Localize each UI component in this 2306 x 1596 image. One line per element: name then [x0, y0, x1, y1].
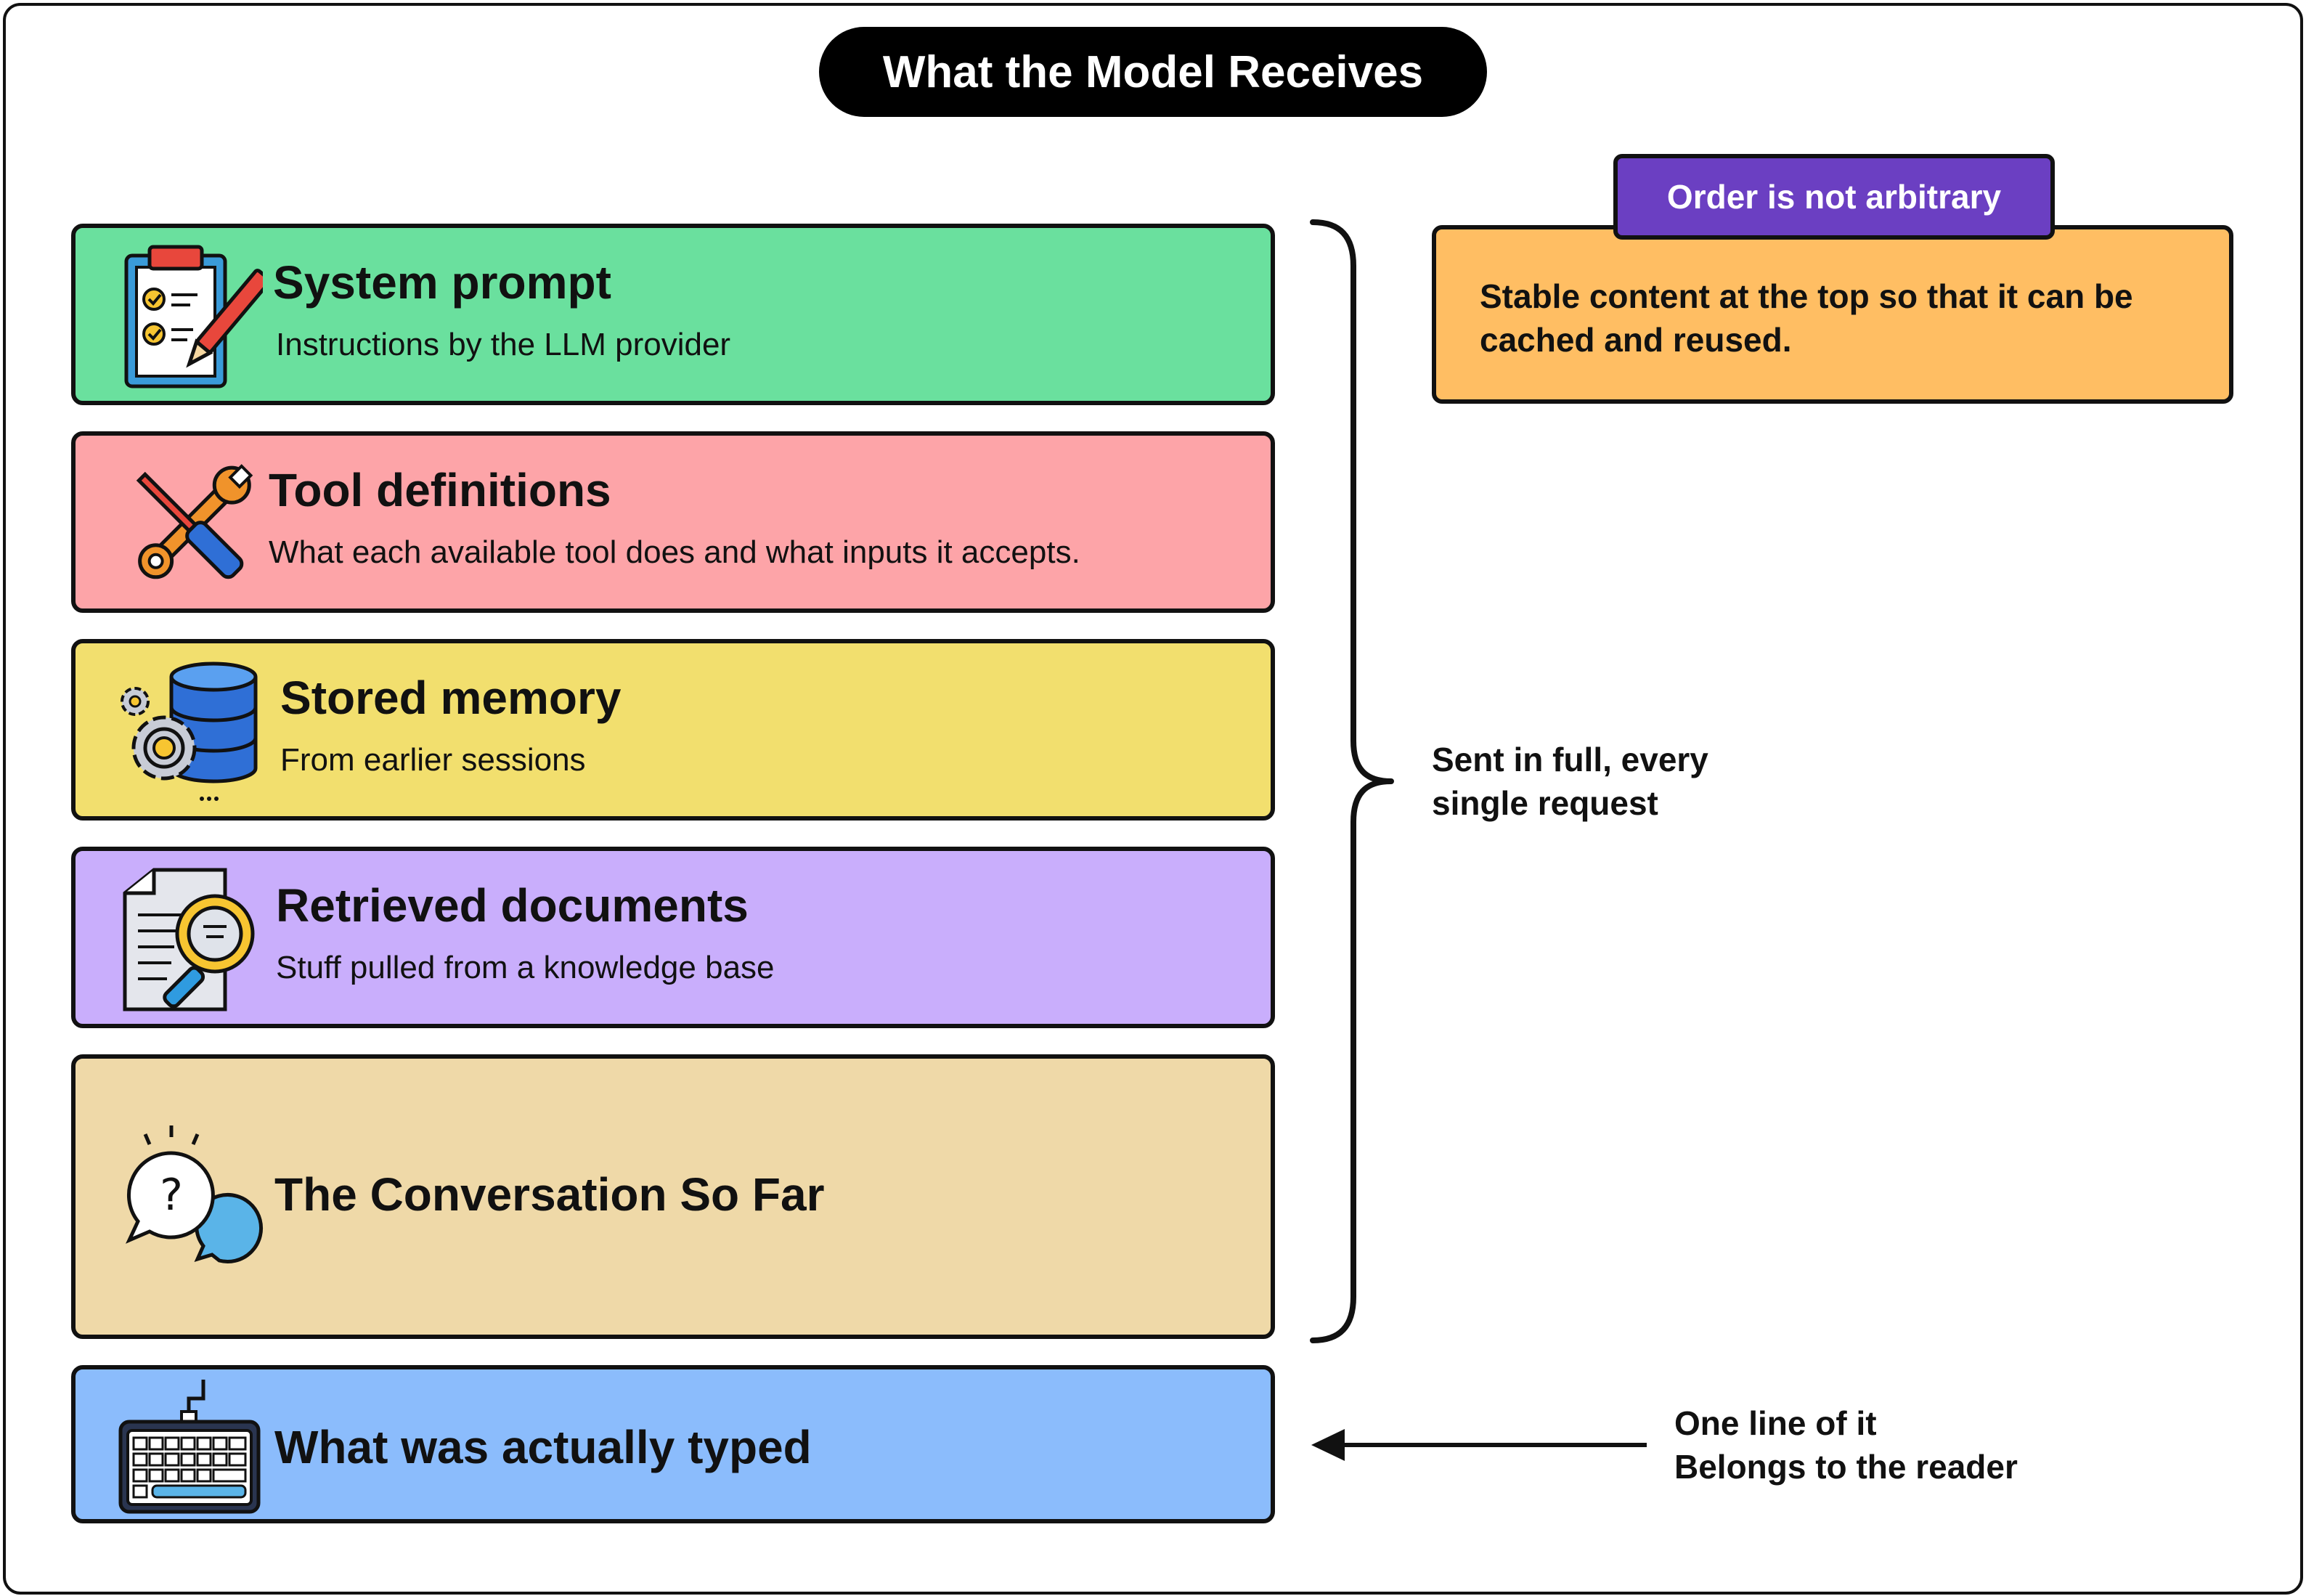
arrow-label-line1: One line of it — [1674, 1404, 1877, 1442]
database-gear-icon — [121, 661, 258, 801]
wrench-screwdriver-icon — [136, 464, 253, 579]
block-subtitle: Stuff pulled from a knowledge base — [276, 950, 775, 985]
svg-text:?: ? — [160, 1170, 183, 1221]
chat-bubbles-icon: ? — [126, 1125, 264, 1263]
block-heading: Tool definitions — [269, 464, 611, 516]
block-heading: The Conversation So Far — [274, 1168, 825, 1221]
system-prompt-block: System prompt Instructions by the LLM pr… — [71, 224, 1275, 405]
note-text: Stable content at the top so that it can… — [1480, 277, 2133, 359]
block-subtitle: Instructions by the LLM provider — [276, 327, 731, 362]
arrow-label: One line of it Belongs to the reader — [1674, 1401, 2018, 1489]
block-subtitle: From earlier sessions — [280, 742, 586, 778]
brace-label: Sent in full, every single request — [1432, 738, 1708, 825]
block-heading: System prompt — [273, 256, 611, 309]
diagram-frame — [3, 3, 2303, 1595]
brace-label-line2: single request — [1432, 784, 1658, 822]
diagram-title: What the Model Receives — [819, 27, 1487, 117]
keyboard-icon — [118, 1380, 261, 1514]
clipboard-checklist-icon — [124, 245, 263, 388]
block-subtitle: What each available tool does and what i… — [269, 534, 1080, 570]
block-heading: What was actually typed — [274, 1421, 812, 1473]
grouping-brace — [1310, 219, 1394, 1343]
brace-label-line1: Sent in full, every — [1432, 741, 1708, 778]
block-heading: Retrieved documents — [276, 879, 749, 932]
note-box: Stable content at the top so that it can… — [1432, 225, 2233, 404]
block-heading: Stored memory — [280, 672, 622, 724]
stored-memory-block: Stored memory From earlier sessions — [71, 639, 1275, 821]
note-tab: Order is not arbitrary — [1613, 154, 2055, 240]
retrieved-documents-block: Retrieved documents Stuff pulled from a … — [71, 847, 1275, 1028]
tool-definitions-block: Tool definitions What each available too… — [71, 431, 1275, 613]
typed-input-block: What was actually typed — [71, 1365, 1275, 1523]
arrow-head — [1311, 1429, 1345, 1461]
arrow-label-line2: Belongs to the reader — [1674, 1448, 2018, 1486]
conversation-block: ? The Conversation So Far — [71, 1054, 1275, 1339]
document-magnifier-icon — [123, 868, 255, 1011]
